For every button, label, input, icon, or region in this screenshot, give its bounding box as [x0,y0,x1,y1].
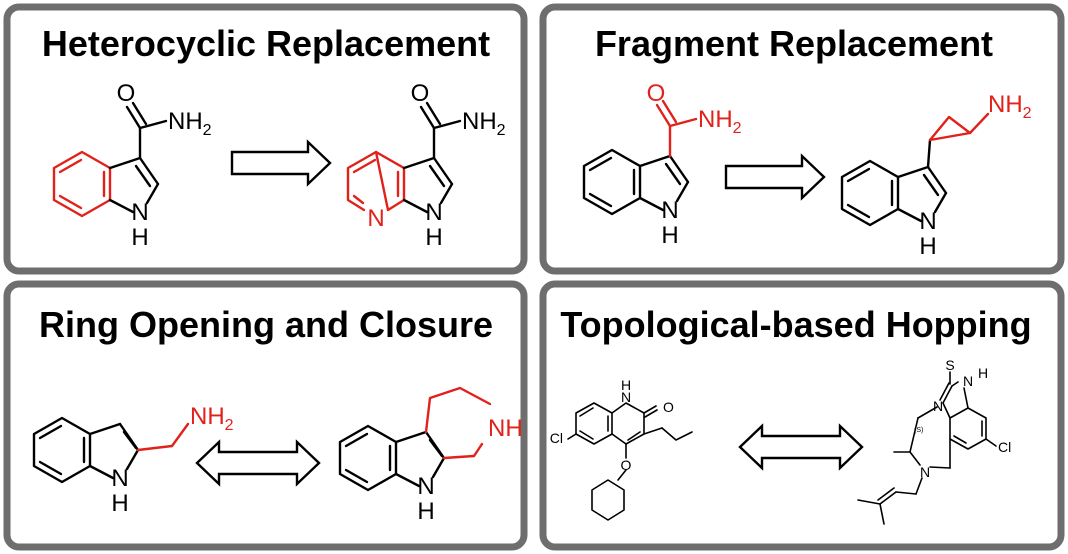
ring-nh-label: NH [488,415,523,442]
amine-label: NH2 [190,403,234,434]
panel-title: Fragment Replacement [595,23,993,64]
amine-label: NH2 [988,91,1032,122]
oxygen-atom: O [663,399,674,415]
molecule-tibo: S N H N N Cl (S) [857,357,1011,525]
amine-label: NH2 [168,108,212,139]
panel-frame [3,280,528,551]
panel-frame [539,280,1065,551]
ring-nitrogen: N [920,464,930,480]
nh-h: H [425,224,442,251]
nh-h: H [919,233,936,260]
oxygen-atom: O [117,80,136,107]
stereo-label: (S) [914,427,923,434]
nh-n: N [661,197,678,224]
sulfur-atom: S [945,357,954,373]
nh-h: H [111,490,128,517]
amine-label: NH2 [462,108,506,139]
nh-h: H [131,224,148,251]
ring-nitrogen: N [933,398,943,414]
panel-topological-hopping: Topological-based Hopping H N O Cl O [539,280,1065,551]
closed-ring [424,386,492,434]
amine-label: NH2 [698,106,742,137]
nh-n: N [963,373,973,389]
panel-frame [539,3,1065,275]
cyclopropane-ring [928,115,972,142]
chlorine-atom: Cl [998,439,1011,455]
panel-ring-opening-closure: Ring Opening and Closure NH2 N H [3,280,528,551]
nh-h: N [621,389,631,405]
panel-title: Ring Opening and Closure [39,304,493,345]
molecule-tetrahydro-carboline: NH N H [338,386,523,525]
panel-title: Topological-based Hopping [560,304,1031,345]
nh-h: H [661,222,678,249]
molecule-quinolinone: H N O Cl O [550,377,693,521]
molecule-indole-red-carboxamide: O NH2 N H [582,80,742,249]
nh-n: N [111,465,128,492]
oxygen-atom: O [647,80,666,107]
panel-heterocyclic-replacement: Heterocyclic Replacement O NH2 N H [3,3,528,275]
molecule-aminomethyl-indole: NH2 N H [32,403,234,517]
pyridine-nitrogen: N [367,205,384,232]
molecule-indole-carboxamide: O NH2 N H [52,80,212,251]
double-arrow-icon [738,423,864,471]
nh-n: H [621,377,631,393]
double-arrow-icon [195,439,321,487]
chlorine-atom: Cl [550,430,563,446]
nh-n: N [417,473,434,500]
nh-h: H [417,498,434,525]
nh-n: N [131,199,148,226]
ether-oxygen: O [621,457,632,473]
oxygen-atom: O [411,80,430,107]
nh-n: N [919,208,936,235]
nh-n: N [425,199,442,226]
panel-title: Heterocyclic Replacement [42,23,490,64]
nh-h: H [978,365,988,381]
cyclohexyl-ring [591,479,625,521]
panel-fragment-replacement: Fragment Replacement O NH2 N H [539,3,1065,275]
molecule-azaindole-carboxamide: N O NH2 N H [346,80,506,251]
molecule-indole-cyclopropylamine: NH2 N H [840,91,1032,260]
